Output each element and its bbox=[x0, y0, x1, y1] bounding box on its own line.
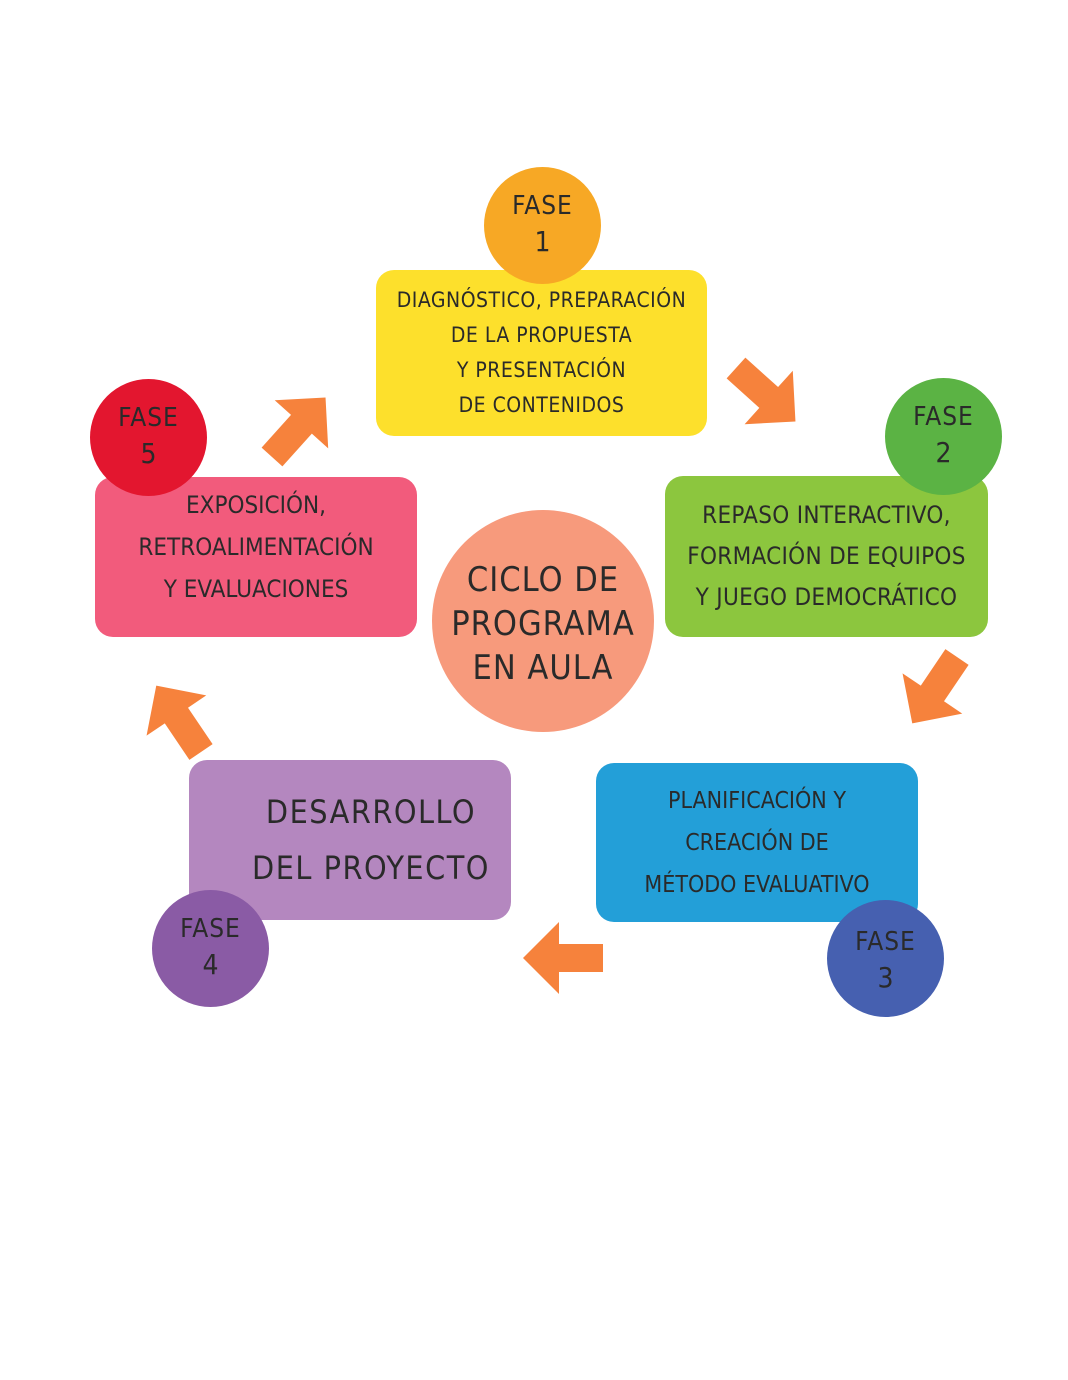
phase-1-badge: FASE 1 bbox=[484, 167, 601, 284]
phase-2-badge: FASE 2 bbox=[885, 378, 1002, 495]
phase-2-number: 2 bbox=[935, 436, 952, 470]
center-title-circle: CICLO DE PROGRAMA EN AULA bbox=[432, 510, 654, 732]
phase-2-text-line: FORMACIÓN DE EQUIPOS bbox=[687, 542, 966, 570]
center-title-line: CICLO DE bbox=[466, 559, 620, 600]
phase-4-box: DESARROLLO DEL PROYECTO bbox=[189, 760, 511, 920]
phase-1-number: 1 bbox=[534, 225, 551, 259]
phase-2-box: REPASO INTERACTIVO, FORMACIÓN DE EQUIPOS… bbox=[665, 476, 988, 637]
phase-1-text-line: DE LA PROPUESTA bbox=[450, 323, 633, 347]
phase-3-label: FASE bbox=[855, 927, 916, 958]
arrow-3-to-4-icon bbox=[523, 922, 603, 994]
phase-4-label: FASE bbox=[180, 914, 241, 945]
phase-5-number: 5 bbox=[140, 437, 157, 471]
phase-1-text-line: DE CONTENIDOS bbox=[458, 393, 625, 417]
phase-5-label: FASE bbox=[118, 403, 179, 434]
phase-1-text-line: Y PRESENTACIÓN bbox=[456, 358, 627, 382]
arrow-2-to-3-icon bbox=[902, 649, 969, 724]
arrow-5-to-1-icon bbox=[261, 397, 329, 467]
phase-3-badge: FASE 3 bbox=[827, 900, 944, 1017]
center-title-line: EN AULA bbox=[472, 648, 614, 689]
phase-3-box: PLANIFICACIÓN Y CREACIÓN DE MÉTODO EVALU… bbox=[596, 763, 918, 922]
phase-2-text-line: Y JUEGO DEMOCRÁTICO bbox=[695, 583, 958, 611]
phase-4-badge: FASE 4 bbox=[152, 890, 269, 1007]
phase-1-text-line: DIAGNÓSTICO, PREPARACIÓN bbox=[396, 288, 687, 312]
phase-3-text-line: PLANIFICACIÓN Y bbox=[668, 787, 846, 814]
phase-2-label: FASE bbox=[913, 402, 974, 433]
phase-5-text-line: EXPOSICIÓN, bbox=[186, 491, 326, 519]
phase-5-badge: FASE 5 bbox=[90, 379, 207, 496]
phase-3-number: 3 bbox=[877, 961, 894, 995]
phase-5-text-line: Y EVALUACIONES bbox=[163, 575, 349, 603]
phase-5-text-line: RETROALIMENTACIÓN bbox=[138, 533, 374, 561]
arrow-1-to-2-icon bbox=[726, 357, 796, 425]
phase-3-text-line: CREACIÓN DE bbox=[685, 829, 829, 856]
arrow-4-to-5-icon bbox=[146, 685, 213, 760]
phase-4-number: 4 bbox=[202, 948, 219, 982]
phase-1-box: DIAGNÓSTICO, PREPARACIÓN DE LA PROPUESTA… bbox=[376, 270, 707, 436]
phase-3-text-line: MÉTODO EVALUATIVO bbox=[644, 871, 870, 898]
phase-1-label: FASE bbox=[512, 191, 573, 222]
phase-5-box: EXPOSICIÓN, RETROALIMENTACIÓN Y EVALUACI… bbox=[95, 477, 417, 637]
phase-4-text-line: DESARROLLO bbox=[265, 793, 477, 831]
phase-2-text-line: REPASO INTERACTIVO, bbox=[702, 501, 951, 529]
center-title-line: PROGRAMA bbox=[451, 603, 635, 644]
phase-4-text-line: DEL PROYECTO bbox=[252, 849, 490, 887]
